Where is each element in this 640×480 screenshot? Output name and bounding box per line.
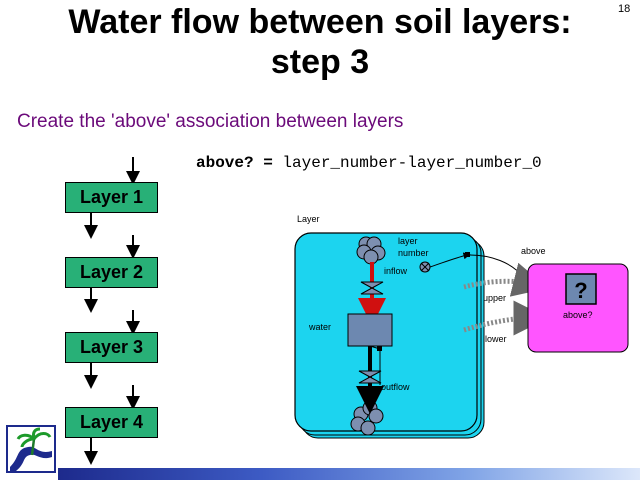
- inflow-arrow: inflow: [358, 262, 408, 326]
- slide-title-line1: Water flow between soil layers:: [68, 3, 572, 41]
- above-equation: above? = layer_number-layer_number_0: [196, 154, 542, 172]
- water-label: water: [308, 322, 331, 332]
- palm-tree-icon: [8, 427, 54, 471]
- layer-object-label: Layer: [297, 214, 320, 224]
- layer-box-4: Layer 4: [65, 407, 158, 438]
- question-mark-icon: ?: [574, 278, 587, 303]
- layer-box-1: Layer 1: [65, 182, 158, 213]
- above-label: above: [521, 246, 546, 256]
- slide-title-line2: step 3: [270, 43, 370, 81]
- layer-stack-arrows: [84, 157, 140, 465]
- source-cloud-icon: [356, 236, 386, 265]
- palm-tree-logo-icon: [6, 425, 56, 473]
- inflow-label: inflow: [384, 266, 408, 276]
- lower-label: lower: [485, 334, 507, 344]
- layer-number-label-line2: number: [398, 248, 429, 258]
- layer-box-2: Layer 2: [65, 257, 158, 288]
- water-compartment: water: [308, 313, 393, 347]
- above-association-box: ? above?: [527, 263, 629, 353]
- footer-gradient-band: [58, 468, 640, 480]
- slide-number: 18: [618, 3, 631, 15]
- upper-label: upper: [483, 293, 506, 303]
- equation-keyword: above? =: [196, 154, 273, 172]
- outflow-arrow: outflow: [356, 345, 410, 414]
- outflow-label: outflow: [381, 382, 410, 392]
- slide-subtitle: Create the 'above' association between l…: [17, 111, 404, 132]
- layer-box-3: Layer 3: [65, 332, 158, 363]
- layer-number-variable: layer number: [398, 236, 471, 273]
- association-arrows: above upper lower: [463, 246, 549, 344]
- layer-number-label-line1: layer: [398, 236, 418, 246]
- above-query-label: above?: [563, 310, 593, 320]
- equation-expression: layer_number-layer_number_0: [272, 154, 542, 172]
- slide-title: Water flow between soil layers: step 3: [0, 2, 640, 82]
